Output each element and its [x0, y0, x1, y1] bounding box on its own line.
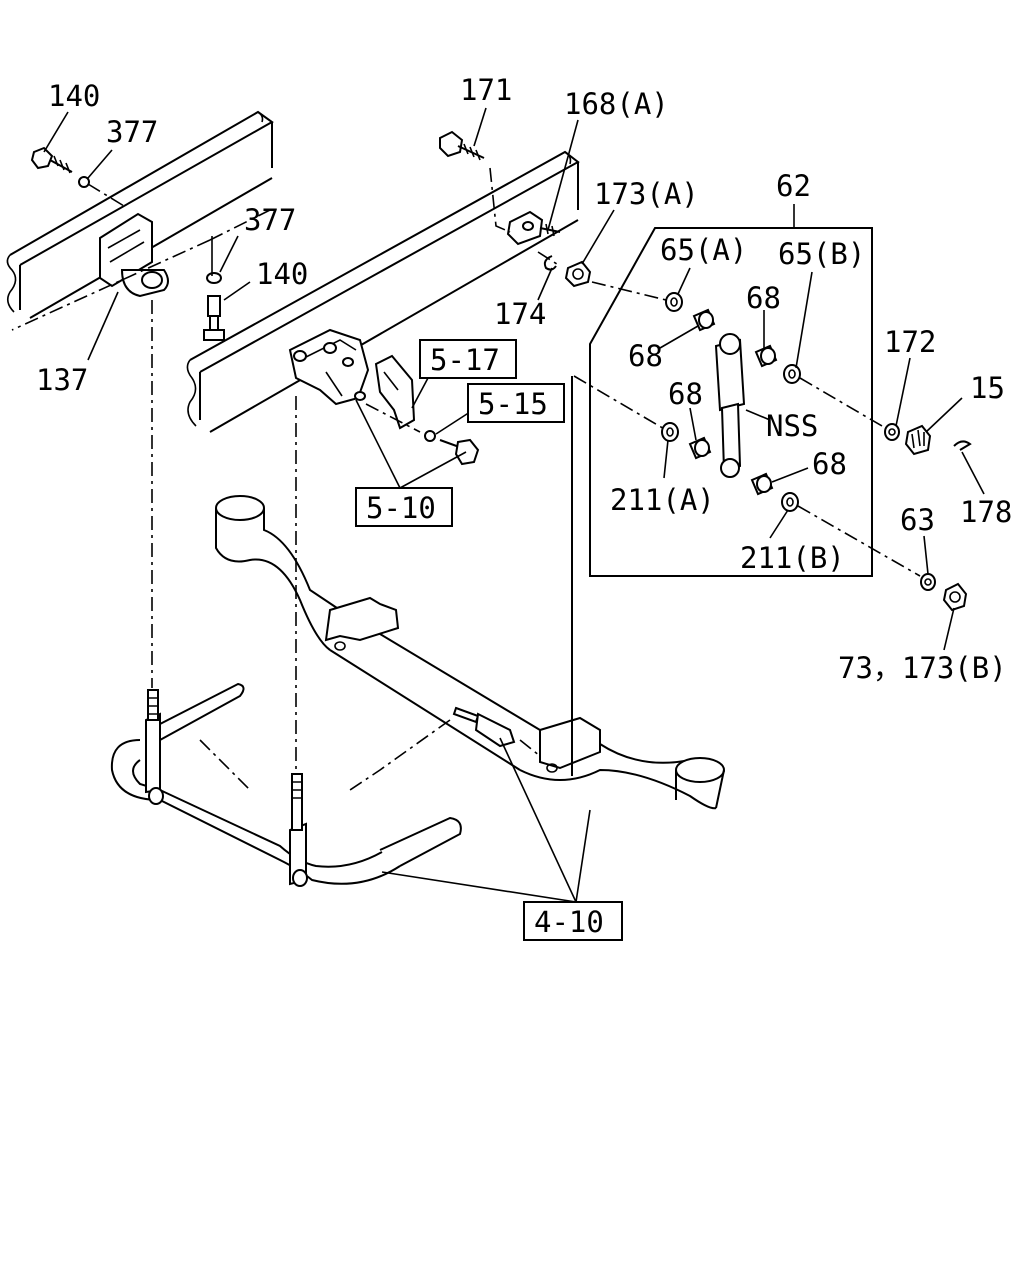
- label-377: 377: [244, 203, 296, 237]
- right-frame-rail: [186, 150, 580, 433]
- u-bolt-stud: [452, 706, 516, 748]
- label-211b: 211(B): [740, 541, 845, 575]
- shock-absorber: [714, 333, 746, 478]
- label-65a: 65(A): [660, 233, 747, 267]
- shock-upper-bracket: [506, 210, 561, 246]
- bushing-68-b: [754, 344, 778, 368]
- label-178: 178: [960, 495, 1012, 529]
- label-15: 15: [970, 371, 1005, 405]
- washer-377-lower: [206, 272, 222, 284]
- castle-nut-15: [904, 424, 932, 456]
- ref-label: 5-10: [366, 491, 436, 525]
- cotter-pin-178: [953, 440, 972, 451]
- ref-box-5-10[interactable]: 5-10: [355, 487, 453, 527]
- bushing-68-d: [750, 472, 774, 496]
- washer-211a: [661, 422, 679, 442]
- label-68: 68: [746, 281, 781, 315]
- nut-173a: [564, 260, 592, 288]
- shock-kit-frame: [589, 227, 873, 577]
- washer-65b: [783, 364, 801, 384]
- assembly-centerlines: [11, 167, 921, 791]
- label-168a: 168(A): [564, 87, 669, 121]
- bolt-140-upper: [30, 146, 73, 174]
- label-68: 68: [668, 377, 703, 411]
- label-211a: 211(A): [610, 483, 715, 517]
- spring-hanger-bracket: [288, 328, 370, 406]
- washer-65a: [665, 292, 683, 312]
- label-173a: 173(A): [594, 177, 699, 211]
- label-68: 68: [812, 447, 847, 481]
- ref-box-4-10[interactable]: 4-10: [523, 901, 623, 941]
- spring-shackle: [374, 354, 416, 430]
- label-62: 62: [776, 169, 811, 203]
- stabilizer-bar: [110, 682, 462, 887]
- label-174: 174: [494, 297, 546, 331]
- ref-box-5-15[interactable]: 5-15: [467, 383, 565, 423]
- ref-label: 4-10: [534, 905, 604, 939]
- washer-63: [920, 573, 936, 591]
- bushing-68-c: [688, 436, 712, 460]
- bolt-140-lower: [203, 295, 225, 341]
- nut-73: [942, 582, 968, 612]
- washer-377-upper: [78, 176, 90, 188]
- label-nss: NSS: [766, 409, 818, 443]
- washer-172: [884, 423, 900, 441]
- washer-211b: [781, 492, 799, 512]
- bushing-68-a: [692, 308, 716, 332]
- label-63: 63: [900, 503, 935, 537]
- ref-label: 5-17: [430, 343, 500, 377]
- ref-box-5-17[interactable]: 5-17: [419, 339, 517, 379]
- front-axle-beam: [215, 495, 725, 810]
- washer-5-15: [424, 430, 436, 442]
- stabilizer-bracket-137: [99, 212, 169, 298]
- label-68: 68: [628, 339, 663, 373]
- label-65b: 65(B): [778, 237, 865, 271]
- label-172: 172: [884, 325, 936, 359]
- label-140: 140: [256, 257, 308, 291]
- bolt-171: [439, 130, 485, 161]
- leader-lines: [43, 107, 985, 903]
- label-140: 140: [48, 79, 100, 113]
- label-137: 137: [36, 363, 88, 397]
- ref-label: 5-15: [478, 387, 548, 421]
- label-73-173b: 73，173(B): [838, 651, 1007, 685]
- bolt-5-10: [439, 438, 480, 466]
- label-377: 377: [106, 115, 158, 149]
- label-171: 171: [460, 73, 512, 107]
